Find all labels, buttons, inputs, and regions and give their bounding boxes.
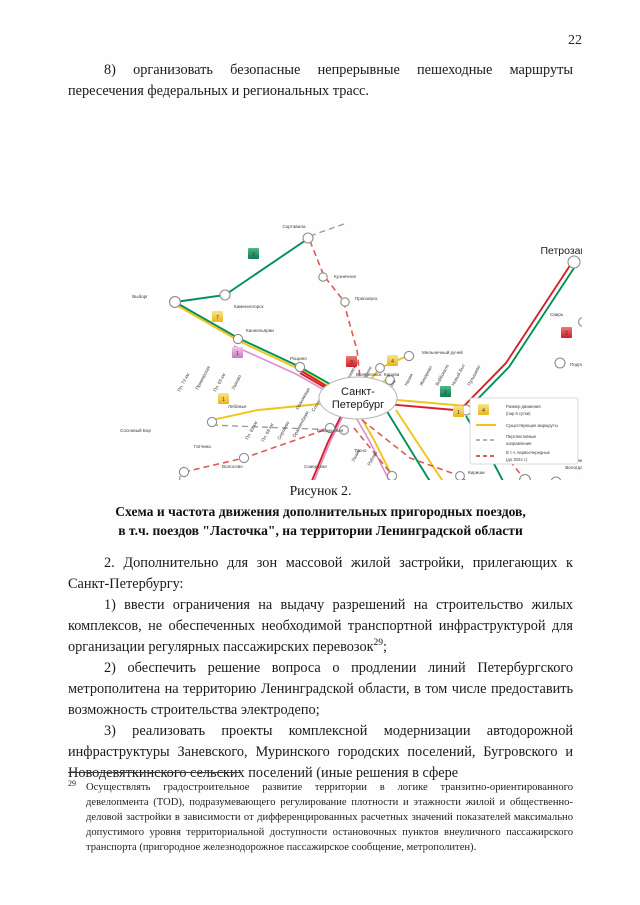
- paragraph-2-intro: 2. Дополнительно для зон массовой жилой …: [68, 555, 573, 593]
- body-paragraphs: 2. Дополнительно для зон массовой жилой …: [68, 553, 573, 784]
- figure-title-line2: в т.ч. поездов "Ласточка", на территории…: [118, 522, 523, 538]
- svg-text:Санкт-: Санкт-: [341, 386, 375, 398]
- legend-box: 4 Размер движения (пар в сутки) Существу…: [469, 397, 579, 465]
- svg-text:Размер движения: Размер движения: [506, 404, 541, 409]
- svg-text:В т.ч. первоочередные: В т.ч. первоочередные: [506, 450, 551, 455]
- page-number: 22: [568, 33, 582, 48]
- svg-text:Назия: Назия: [403, 372, 414, 386]
- station-dots: [169, 232, 582, 480]
- svg-text:Подпорожское Поле: Подпорожское Поле: [570, 362, 582, 367]
- paragraph-text: 8) организовать безопасные непрерывные п…: [68, 62, 573, 100]
- badge: 1: [232, 347, 243, 358]
- svg-text:Новый Быт: Новый Быт: [450, 362, 467, 387]
- footnote-text: Осуществлять градостроительное развитие …: [86, 782, 573, 854]
- badge: 7: [212, 311, 223, 322]
- figure-caption: Рисунок 2. Схема и частота движения допо…: [68, 482, 573, 540]
- svg-text:Рябово: Рябово: [366, 450, 378, 466]
- svg-text:Войбокало: Войбокало: [434, 363, 450, 387]
- svg-text:Пл. 73 км: Пл. 73 км: [176, 372, 190, 392]
- footnote-separator: [68, 772, 240, 773]
- footnote-mark: 29: [68, 779, 76, 788]
- badge: 2: [440, 386, 451, 397]
- svg-text:Кирова: Кирова: [384, 372, 400, 377]
- svg-text:Тосно: Тосно: [354, 448, 367, 453]
- svg-text:Мельничный ручей: Мельничный ручей: [422, 349, 463, 355]
- figure-title-line1: Схема и частота движения дополнительных …: [115, 503, 526, 519]
- svg-text:Волосово: Волосово: [222, 464, 243, 469]
- paragraph-2-item-3: 3) реализовать проекты комплексной модер…: [68, 723, 573, 782]
- svg-text:Сортавала: Сортавала: [282, 224, 306, 229]
- svg-text:Петербург: Петербург: [332, 399, 384, 411]
- svg-text:направления: направления: [506, 441, 531, 446]
- svg-text:Каннельярви: Каннельярви: [246, 328, 274, 333]
- paragraph-2-item-2: 2) обеспечить решение вопроса о продлени…: [68, 660, 573, 719]
- badge: 1: [218, 393, 229, 404]
- svg-text:Сосновый Бор: Сосновый Бор: [120, 427, 151, 433]
- item-1-tail: ;: [383, 639, 388, 656]
- svg-text:Гатчина: Гатчина: [194, 444, 211, 449]
- svg-text:Оранжевая: Оранжевая: [295, 387, 312, 411]
- svg-text:4: 4: [391, 359, 394, 365]
- radial-labels: Пл. 73 км Приморская Пл. 65 км Ушково Пл…: [176, 360, 481, 466]
- badge: 3: [248, 248, 259, 259]
- traffic-badges: 3 7 1 1 3 4 2 1 2 1 1 1 2 1: [212, 248, 572, 417]
- svg-text:7: 7: [216, 315, 219, 321]
- svg-text:Пупышево: Пупышево: [466, 364, 481, 387]
- svg-text:Ушаки: Ушаки: [350, 448, 361, 463]
- station-labels: Сортавала Кузнечное Приозерск Каменногор…: [120, 224, 582, 475]
- badge: 1: [453, 406, 464, 417]
- spb-node: Санкт- Петербург: [318, 376, 398, 420]
- footnote-ref-29: 29: [373, 638, 384, 649]
- svg-text:3: 3: [350, 360, 353, 366]
- svg-text:Ушково: Ушково: [230, 374, 242, 391]
- svg-text:Выборг: Выборг: [132, 294, 148, 299]
- svg-text:Всеволожск: Всеволожск: [356, 372, 382, 377]
- paragraph-2-item-1: 1) ввести ограничения на выдачу разрешен…: [68, 595, 573, 658]
- svg-text:1: 1: [222, 397, 225, 403]
- svg-text:Сиверская: Сиверская: [304, 464, 327, 469]
- svg-text:Тотьменская: Тотьменская: [316, 428, 344, 433]
- svg-text:Вологда: Вологда: [565, 465, 582, 470]
- svg-text:Приозерск: Приозерск: [355, 296, 378, 301]
- svg-text:(пар в сутки): (пар в сутки): [506, 411, 531, 416]
- svg-text:2: 2: [565, 331, 568, 337]
- svg-text:Пл. 65 км: Пл. 65 км: [212, 372, 226, 392]
- paragraph-item-8: 8) организовать безопасные непрерывные п…: [68, 60, 573, 102]
- svg-text:Жихарево: Жихарево: [418, 365, 433, 387]
- footnote-29: 29 Осуществлять градостроительное развит…: [68, 779, 573, 855]
- svg-text:Мга: Мга: [388, 379, 396, 389]
- svg-text:Сергиево: Сергиево: [276, 420, 290, 441]
- svg-text:4: 4: [482, 408, 485, 414]
- figure-number: Рисунок 2.: [289, 483, 352, 498]
- railway-scheme-svg: .ln-green { stroke:#00915b; stroke-width…: [120, 223, 582, 480]
- svg-text:Пл. 68 км: Пл. 68 км: [260, 422, 274, 442]
- svg-text:Каменногорск: Каменногорск: [234, 304, 265, 309]
- svg-text:1: 1: [457, 410, 460, 416]
- figure-railway-scheme: .ln-green { stroke:#00915b; stroke-width…: [62, 110, 582, 480]
- svg-text:Лебяжье: Лебяжье: [228, 404, 247, 409]
- svg-text:1: 1: [236, 351, 239, 357]
- svg-text:Приморская: Приморская: [194, 365, 211, 391]
- badge: 3: [346, 356, 357, 367]
- svg-text:Свирь: Свирь: [550, 312, 564, 317]
- item-1-text: 1) ввести ограничения на выдачу разрешен…: [68, 597, 573, 656]
- svg-text:Петрозаводск: Петрозаводск: [540, 245, 582, 257]
- svg-text:2: 2: [444, 390, 447, 396]
- svg-text:(до 2024 г.): (до 2024 г.): [506, 457, 528, 462]
- major-city-labels: Петрозаводск Псков Великий Новгород: [540, 245, 582, 257]
- svg-text:Ораниенбаум: Ораниенбаум: [291, 410, 309, 438]
- badge: 2: [561, 327, 572, 338]
- svg-text:Рощино: Рощино: [290, 356, 307, 361]
- svg-text:Существующие маршруты: Существующие маршруты: [506, 423, 558, 428]
- svg-text:Перспективные: Перспективные: [506, 434, 537, 439]
- svg-text:3: 3: [252, 252, 255, 258]
- svg-text:Кузнечное: Кузнечное: [334, 274, 357, 279]
- svg-text:Пл. 83 км: Пл. 83 км: [244, 420, 258, 440]
- svg-text:Кириши: Кириши: [468, 470, 485, 475]
- badge: 4: [387, 355, 398, 366]
